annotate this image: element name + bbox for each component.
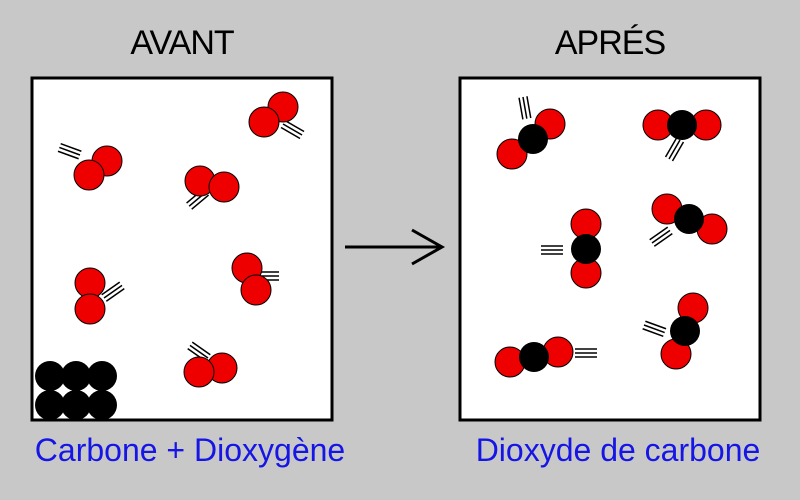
after-title: APRÉS <box>554 24 666 62</box>
oxygen-molecule <box>74 267 126 325</box>
oxygen-molecule <box>184 165 240 210</box>
carbon-dioxide-molecule <box>494 336 598 378</box>
oxygen-molecule <box>183 341 238 388</box>
oxygen-molecule <box>248 91 305 140</box>
carbon-dioxide-molecule <box>496 95 566 170</box>
carbon-dioxide-molecule <box>642 109 722 162</box>
carbon-block <box>35 361 117 420</box>
reaction-arrow <box>345 228 446 266</box>
oxygen-molecule <box>231 252 280 306</box>
oxygen-molecule <box>57 142 123 191</box>
carbon-dioxide-molecule <box>540 208 602 289</box>
before-title: AVANT <box>130 24 234 62</box>
carbon-dioxide-molecule <box>648 193 728 248</box>
carbon-dioxide-molecule <box>641 292 709 370</box>
after-caption: Dioxyde de carbone <box>475 432 761 468</box>
before-caption: Carbone + Dioxygène <box>34 432 346 468</box>
